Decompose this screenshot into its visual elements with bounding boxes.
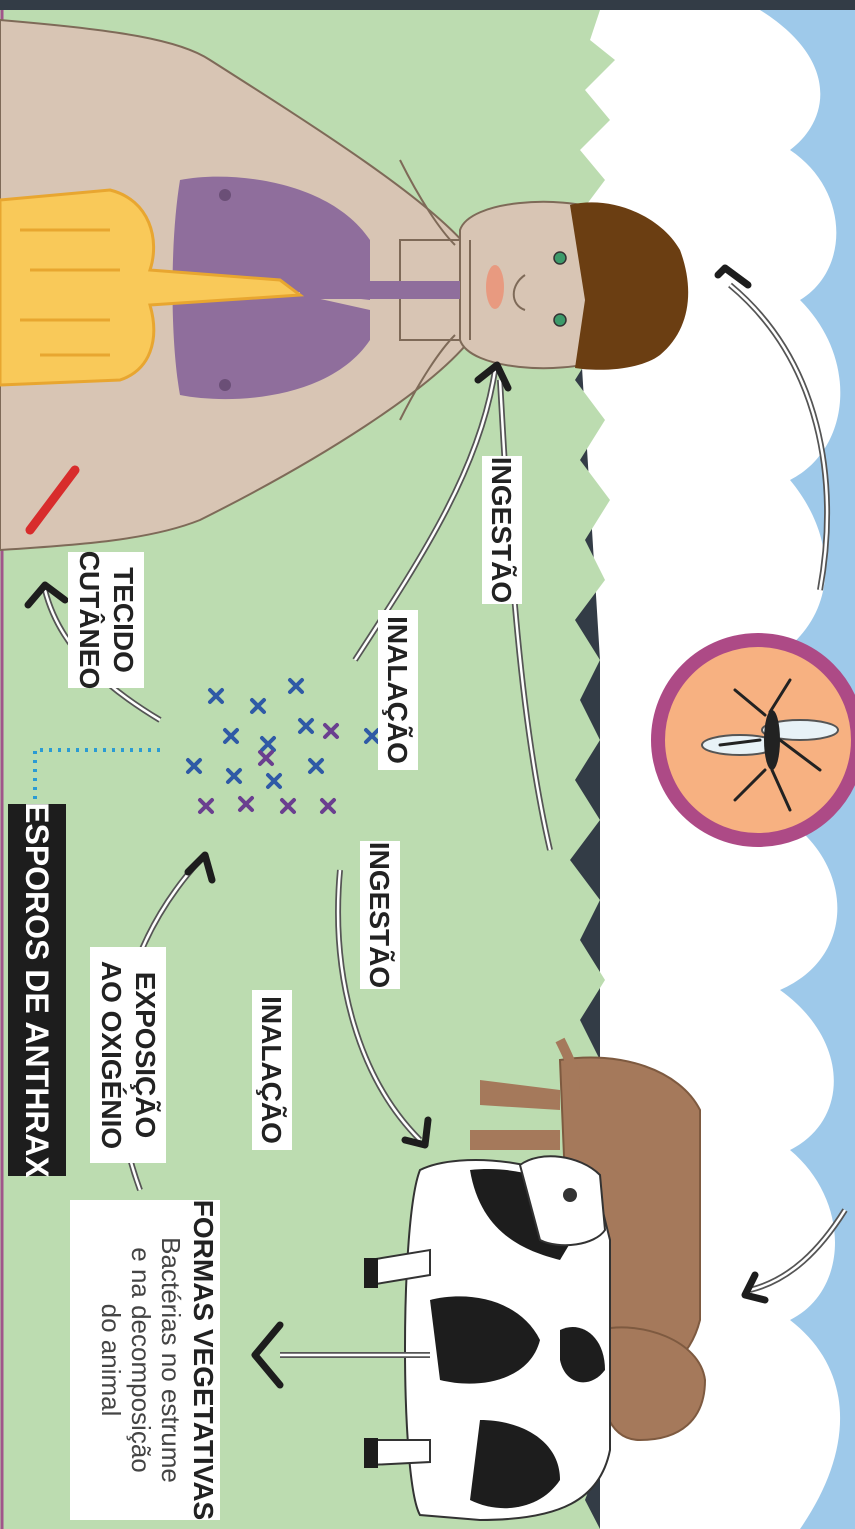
mosquito-icon [658,640,855,840]
human-mouth [486,265,504,309]
svg-text:AO OXIGÉNIO: AO OXIGÉNIO [96,961,127,1149]
svg-text:FORMAS VEGETATIVAS: FORMAS VEGETATIVAS [188,1200,219,1520]
label-esporos: ESPOROS DE ANTHRAX [8,802,66,1178]
label-formas-vegetativas: FORMAS VEGETATIVAS Bactérias no estrume … [70,1200,220,1520]
svg-text:INGESTÃO: INGESTÃO [486,457,517,603]
svg-text:ESPOROS DE ANTHRAX: ESPOROS DE ANTHRAX [19,802,55,1178]
label-inalacao-mid: INALAÇÃO [252,990,292,1150]
svg-text:INGESTÃO: INGESTÃO [364,842,395,988]
svg-text:TECIDO: TECIDO [108,567,139,673]
svg-text:e na decomposição: e na decomposição [126,1247,156,1472]
eye-right [554,314,566,326]
svg-text:INALAÇÃO: INALAÇÃO [256,996,287,1144]
label-exposicao: EXPOSIÇÃO AO OXIGÉNIO [90,947,166,1163]
eye-left [554,252,566,264]
svg-text:Bactérias no estrume: Bactérias no estrume [156,1237,186,1483]
label-tecido-cutaneo: TECIDO CUTÂNEO [68,551,144,689]
svg-text:do animal: do animal [96,1304,126,1417]
label-inalacao-top: INALAÇÃO [378,610,418,770]
label-ingestao-top: INGESTÃO [482,456,522,604]
svg-text:CUTÂNEO: CUTÂNEO [74,551,105,689]
svg-text:INALAÇÃO: INALAÇÃO [382,616,413,764]
label-ingestao-mid: INGESTÃO [360,841,400,989]
svg-text:EXPOSIÇÃO: EXPOSIÇÃO [130,972,161,1138]
